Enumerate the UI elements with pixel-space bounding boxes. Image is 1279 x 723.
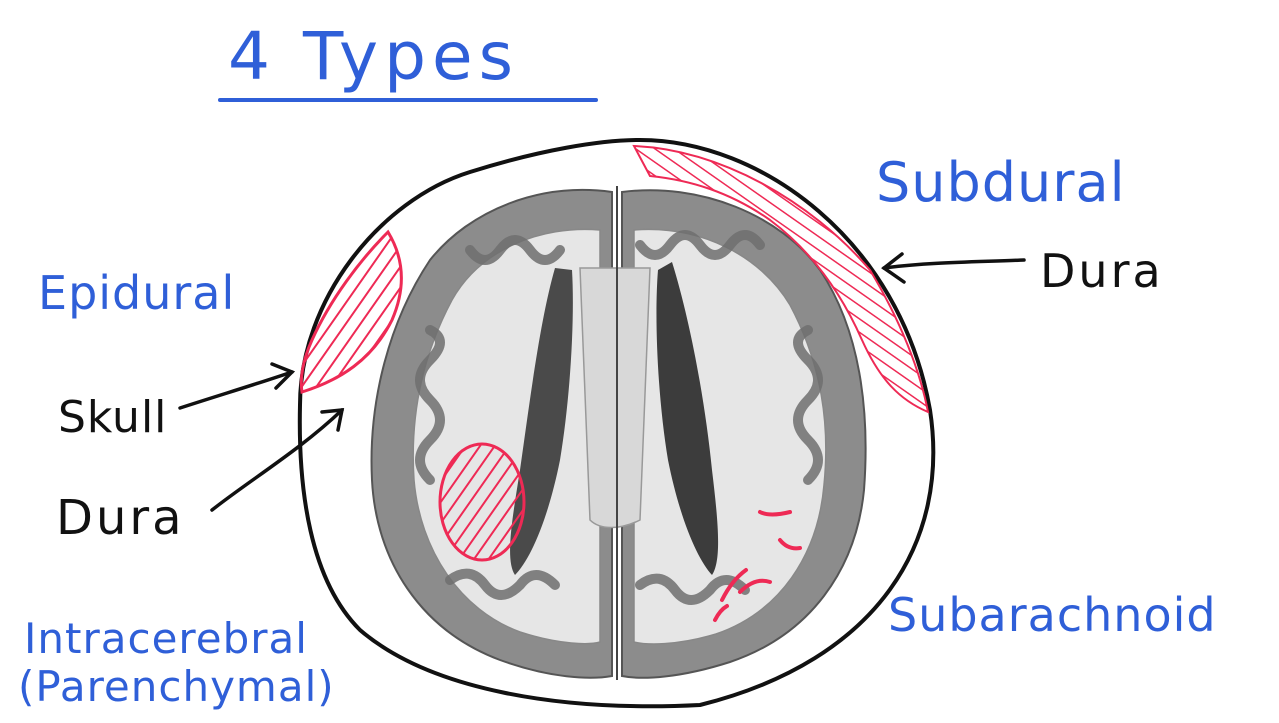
title-underline bbox=[218, 98, 598, 102]
intracerebral-hemorrhage bbox=[438, 442, 526, 562]
page-title: 4 Types bbox=[228, 18, 519, 95]
brain-cross-section-icon bbox=[370, 186, 867, 680]
label-dura-left: Dura bbox=[56, 490, 185, 546]
label-subarachnoid: Subarachnoid bbox=[888, 588, 1217, 642]
label-epidural: Epidural bbox=[38, 266, 236, 320]
label-parenchymal: (Parenchymal) bbox=[18, 662, 335, 711]
right-ventricle bbox=[656, 262, 719, 575]
arrow-icon bbox=[178, 252, 1026, 512]
label-skull: Skull bbox=[58, 392, 168, 443]
label-dura-right: Dura bbox=[1040, 244, 1164, 298]
epidural-hemorrhage bbox=[299, 229, 403, 394]
label-subdural: Subdural bbox=[876, 151, 1126, 214]
skull-outline bbox=[297, 137, 936, 709]
subarachnoid-hemorrhage bbox=[713, 510, 802, 622]
label-intracerebral: Intracerebral bbox=[24, 614, 308, 663]
left-ventricle bbox=[510, 268, 573, 575]
subdural-hemorrhage bbox=[632, 144, 930, 414]
corpus-callosum bbox=[579, 267, 651, 529]
